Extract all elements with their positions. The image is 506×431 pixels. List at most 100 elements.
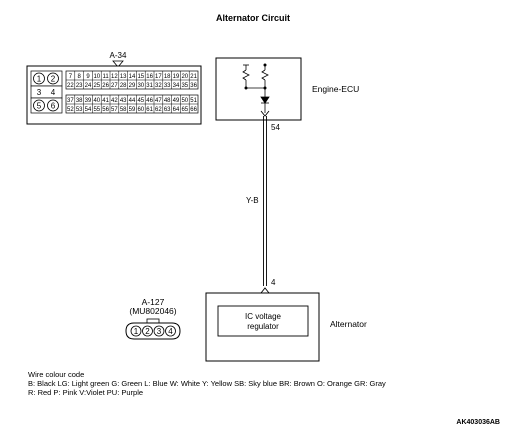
a34-pin-22: 22 — [67, 83, 74, 89]
a34-pin-52: 52 — [67, 107, 74, 113]
a127-pin-2: 2 — [145, 327, 150, 336]
a34-pin-10: 10 — [93, 74, 100, 80]
pin-3: 3 — [37, 88, 42, 97]
a34-pin-48: 48 — [164, 98, 171, 104]
a34-pin-41: 41 — [102, 98, 109, 104]
ecu-terminal-marker — [260, 110, 270, 117]
a34-pin-53: 53 — [76, 107, 83, 113]
a34-pin-20: 20 — [181, 74, 188, 80]
engine-ecu-label: Engine-ECU — [312, 84, 359, 94]
alternator-label: Alternator — [330, 319, 367, 329]
a34-pin-27: 27 — [111, 83, 118, 89]
a34-pin-36: 36 — [190, 83, 197, 89]
a34-pin-42: 42 — [111, 98, 118, 104]
a34-pin-14: 14 — [129, 74, 136, 80]
a34-pin-13: 13 — [120, 74, 127, 80]
a34-pin-18: 18 — [164, 74, 171, 80]
diagram-title: Alternator Circuit — [216, 13, 290, 23]
pin-2: 2 — [51, 75, 56, 84]
a34-pin-45: 45 — [137, 98, 144, 104]
a34-pin-62: 62 — [155, 107, 162, 113]
a127-pin-1: 1 — [134, 327, 139, 336]
a34-pin-40: 40 — [93, 98, 100, 104]
a34-pin-32: 32 — [155, 83, 162, 89]
a34-pin-64: 64 — [173, 107, 180, 113]
a34-pin-59: 59 — [129, 107, 136, 113]
a34-pin-23: 23 — [76, 83, 83, 89]
a34-pin-63: 63 — [164, 107, 171, 113]
a34-pin-28: 28 — [120, 83, 127, 89]
a34-pin-33: 33 — [164, 83, 171, 89]
a127-pin-3: 3 — [157, 327, 162, 336]
a34-pin-54: 54 — [85, 107, 92, 113]
a34-pin-26: 26 — [102, 83, 109, 89]
wire-y-b: Y-B — [246, 116, 267, 286]
a34-pin-44: 44 — [129, 98, 136, 104]
a34-pin-66: 66 — [190, 107, 197, 113]
ic-voltage-regulator-box — [217, 305, 309, 337]
ic-voltage-regulator-label-line2: regulator — [247, 322, 279, 331]
a34-pin-39: 39 — [85, 98, 92, 104]
a34-pin-35: 35 — [181, 83, 188, 89]
a34-pin-12: 12 — [111, 74, 118, 80]
pin-6: 6 — [51, 102, 56, 111]
a127-pin-4: 4 — [168, 327, 173, 336]
a34-pin-15: 15 — [137, 74, 144, 80]
a34-pin-11: 11 — [102, 74, 109, 80]
a34-pin-21: 21 — [190, 74, 197, 80]
alternator-pin-number: 4 — [271, 278, 276, 287]
a34-pin-17: 17 — [155, 74, 162, 80]
connector-a127-label: A-127 — [142, 297, 165, 307]
connector-a127-key — [146, 318, 160, 324]
a34-pin-60: 60 — [137, 107, 144, 113]
ecu-internal-circuit — [242, 63, 270, 113]
a34-pin-7: 7 — [69, 74, 73, 80]
a34-pin-56: 56 — [102, 107, 109, 113]
a34-pin-47: 47 — [155, 98, 162, 104]
a34-pin-16: 16 — [146, 74, 153, 80]
pin-1: 1 — [37, 75, 42, 84]
wire-colour-legend: Wire colour code B: Black LG: Light gree… — [28, 370, 386, 397]
a34-pin-57: 57 — [111, 107, 118, 113]
a34-pin-61: 61 — [146, 107, 153, 113]
wire-colour-heading: Wire colour code — [28, 370, 84, 379]
connector-a127: A-127 (MU802046) 1 2 3 4 — [125, 297, 181, 340]
a34-pin-8: 8 — [78, 74, 82, 80]
a34-pin-65: 65 — [181, 107, 188, 113]
a34-pin-9: 9 — [86, 74, 90, 80]
wire-colour-line1: B: Black LG: Light green G: Green L: Blu… — [28, 379, 386, 388]
a34-pin-38: 38 — [76, 98, 83, 104]
a34-pin-29: 29 — [129, 83, 136, 89]
a34-pin-24: 24 — [85, 83, 92, 89]
alternator: 4 IC voltage regulator Alternator — [205, 278, 367, 362]
alternator-terminal-marker — [260, 287, 270, 294]
a34-pin-49: 49 — [173, 98, 180, 104]
ic-voltage-regulator-label-line1: IC voltage — [245, 312, 282, 321]
wire-color-label: Y-B — [246, 196, 259, 205]
a34-pin-46: 46 — [146, 98, 153, 104]
a34-pin-58: 58 — [120, 107, 127, 113]
a34-pin-25: 25 — [93, 83, 100, 89]
a34-pin-50: 50 — [181, 98, 188, 104]
connector-a34-large-pins: 1 2 3 4 5 6 — [30, 70, 63, 114]
a34-pin-19: 19 — [173, 74, 180, 80]
pin-4: 4 — [51, 88, 56, 97]
connector-a34-label: A-34 — [110, 51, 127, 60]
engine-ecu-box — [215, 57, 302, 121]
a34-pin-43: 43 — [120, 98, 127, 104]
a34-pin-37: 37 — [67, 98, 74, 104]
pin-5: 5 — [37, 102, 42, 111]
engine-ecu: Engine-ECU 54 — [215, 57, 359, 132]
wire-colour-line2: R: Red P: Pink V:Violet PU: Purple — [28, 388, 143, 397]
a34-pin-51: 51 — [190, 98, 197, 104]
ecu-pin-number: 54 — [271, 123, 280, 132]
a34-pin-34: 34 — [173, 83, 180, 89]
a34-pin-31: 31 — [146, 83, 153, 89]
a34-pin-30: 30 — [137, 83, 144, 89]
connector-a127-part-number: (MU802046) — [129, 306, 176, 316]
a34-pin-55: 55 — [93, 107, 100, 113]
figure-id: AK403036AB — [456, 419, 500, 426]
connector-a34-key-marker — [112, 60, 124, 68]
